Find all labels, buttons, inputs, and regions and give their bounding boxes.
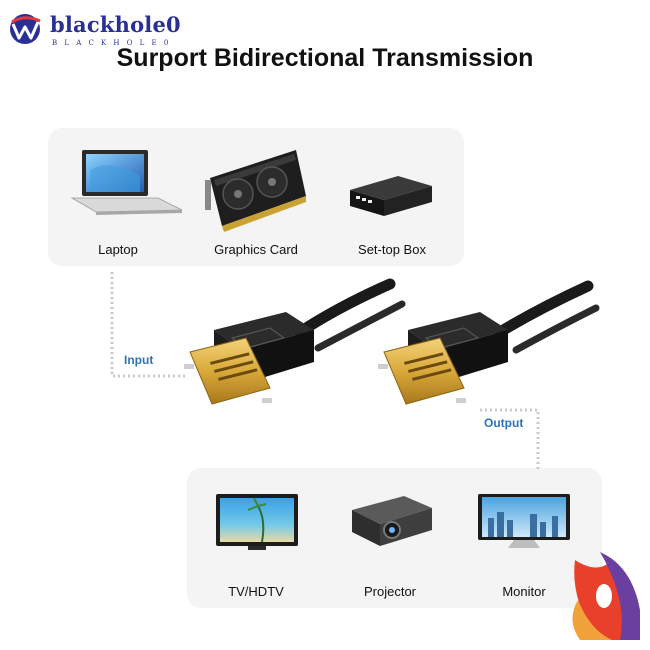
brand-logo: blackhole0 BLACKHOLE0 (8, 10, 198, 50)
monitor-icon (478, 494, 570, 548)
corner-logo-icon (572, 552, 640, 640)
tv-icon (216, 494, 298, 550)
dvi-connector-input (184, 312, 314, 405)
set-top-box-icon (350, 176, 432, 216)
output-label: Output (484, 416, 524, 430)
brand-mark-icon (10, 14, 41, 44)
input-label: Input (124, 353, 154, 367)
brand-name: blackhole0 (50, 12, 181, 37)
source-label-set-top-box: Set-top Box (358, 242, 426, 257)
source-label-graphics-card: Graphics Card (214, 242, 298, 257)
brand-subtitle: BLACKHOLE0 (52, 39, 176, 47)
destination-label-projector: Projector (363, 584, 417, 599)
laptop-icon (70, 150, 183, 215)
destination-label-tv: TV/HDTV (228, 584, 284, 599)
source-label-laptop: Laptop (98, 242, 138, 257)
projector-icon (352, 496, 432, 546)
dvi-connector-output (378, 312, 508, 405)
page-title: Surport Bidirectional Transmission (116, 44, 534, 72)
destination-label-monitor: Monitor (502, 584, 546, 599)
graphics-card-icon (205, 150, 306, 232)
